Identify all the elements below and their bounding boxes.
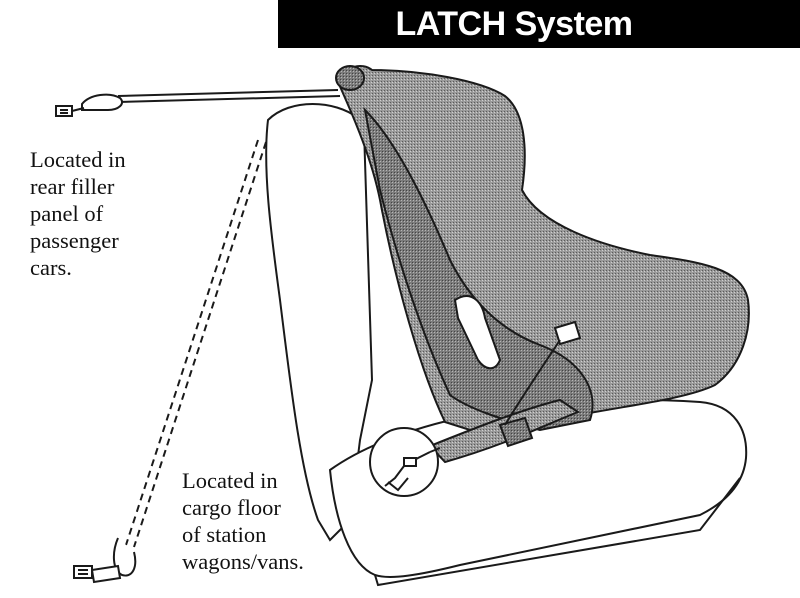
title-banner: LATCH System: [278, 0, 800, 48]
diagram-title: LATCH System: [395, 4, 633, 43]
floor-anchor-clip: [73, 565, 93, 579]
lower-latch-belt: [428, 320, 582, 464]
child-seat-side-wing: [363, 107, 594, 432]
rear-filler-panel-label: Located in rear filler panel of passenge…: [30, 147, 126, 280]
floor-tether: [73, 139, 267, 584]
lower-anchor-callout: [369, 427, 441, 497]
lower-anchor-bar: [403, 457, 417, 467]
child-car-seat: [335, 65, 750, 432]
top-tether: [55, 89, 341, 117]
cargo-floor-label: Located in cargo floor of station wagons…: [182, 468, 304, 574]
tether-strap-knob: [335, 65, 365, 91]
armrest-slot: [453, 295, 502, 370]
vehicle-seat-back: [265, 103, 374, 542]
